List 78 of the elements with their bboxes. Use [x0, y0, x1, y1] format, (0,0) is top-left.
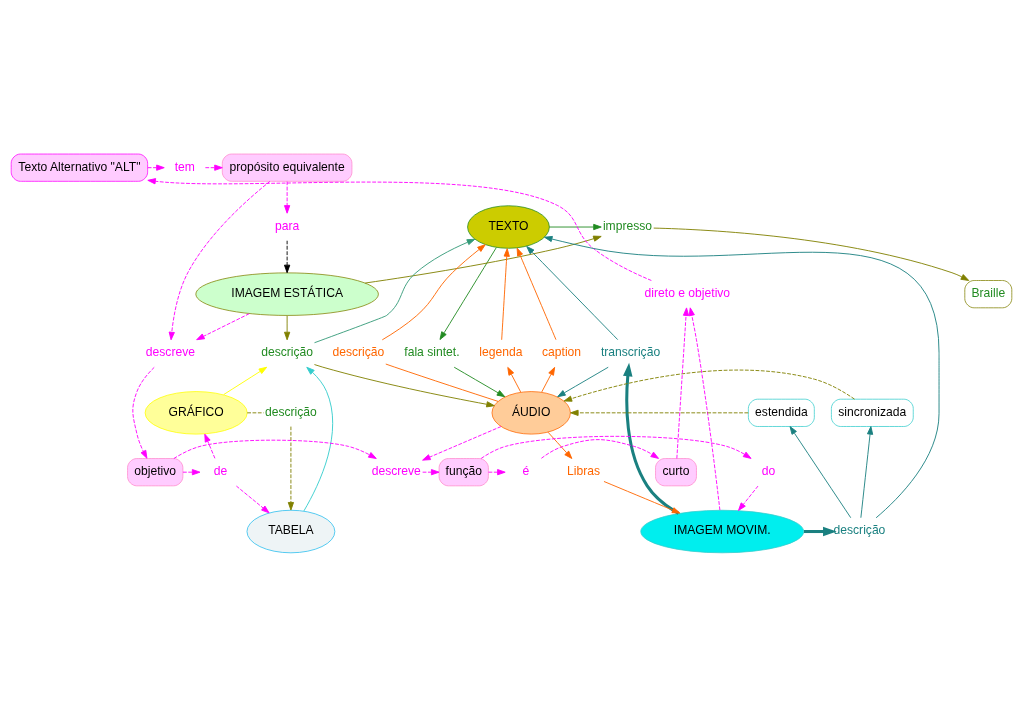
node-text: Libras — [567, 464, 601, 479]
arrow — [284, 240, 291, 274]
node-ellipse: TABELA — [246, 509, 336, 554]
arrow — [860, 426, 874, 519]
arrow — [182, 469, 201, 476]
node-text: descreve — [371, 464, 421, 479]
node-text: é — [522, 464, 530, 479]
arrow — [653, 227, 970, 281]
arrow — [453, 366, 506, 398]
node-ellipse: GRÁFICO — [144, 391, 248, 435]
node-box: função — [438, 458, 489, 487]
node-text: descrição — [261, 345, 314, 360]
arrow — [173, 439, 377, 459]
arrow — [557, 366, 609, 398]
arrow — [516, 247, 557, 341]
arrow — [488, 469, 506, 476]
arrow — [147, 164, 165, 171]
connector — [246, 412, 265, 414]
arrow — [313, 364, 495, 408]
arrow — [548, 223, 602, 231]
node-box: estendida — [748, 398, 815, 427]
node-box: objetivo — [127, 458, 184, 487]
node-text: caption — [542, 345, 582, 360]
node-text: fala sintet. — [404, 345, 460, 360]
arrow — [284, 315, 291, 341]
arrow — [204, 433, 216, 459]
node-text: descreve — [145, 345, 195, 360]
connector — [385, 363, 499, 402]
node-text: para — [274, 218, 300, 233]
arrow — [439, 247, 497, 340]
arrow — [540, 439, 659, 459]
arrow — [132, 366, 155, 459]
node-text: descrição — [332, 345, 385, 360]
node-ellipse: IMAGEM ESTÁTICA — [195, 272, 379, 316]
node-text: transcrição — [600, 345, 661, 360]
node-text: do — [761, 464, 776, 479]
arrow — [526, 246, 619, 341]
arrow — [204, 164, 223, 171]
arrow — [603, 481, 681, 514]
arrow — [688, 307, 721, 511]
node-box: curto — [655, 458, 697, 487]
arrow — [570, 409, 749, 416]
arrow — [381, 244, 486, 341]
node-text: impresso — [602, 218, 653, 233]
arrow — [501, 248, 510, 341]
arrow — [284, 181, 291, 214]
arrow — [789, 426, 852, 519]
arrow — [676, 307, 690, 459]
node-box: Braille — [964, 280, 1013, 309]
arrow — [544, 235, 940, 519]
arrow — [622, 362, 680, 515]
node-text: tem — [174, 159, 195, 174]
arrow — [422, 469, 440, 476]
arrow — [314, 238, 476, 344]
node-box: propósito equivalente — [221, 153, 353, 182]
arrow — [547, 431, 573, 459]
node-text: descrição — [265, 404, 317, 419]
arrow — [563, 369, 855, 402]
arrow — [422, 426, 502, 461]
arrow — [738, 485, 759, 511]
arrow — [364, 235, 602, 284]
arrow — [480, 435, 752, 459]
node-box: Texto Alternativo "ALT" — [10, 153, 148, 182]
arrow — [196, 313, 250, 341]
arrow — [168, 180, 271, 341]
arrow — [235, 485, 270, 514]
arrow — [303, 366, 334, 512]
node-text: de — [213, 464, 228, 479]
node-text: descrição — [833, 523, 886, 538]
arrow — [223, 366, 268, 395]
arrow — [507, 366, 522, 393]
node-text: legenda — [479, 345, 523, 360]
arrow — [803, 526, 837, 537]
node-text: direto e objetivo — [644, 286, 731, 301]
arrow — [287, 426, 294, 511]
arrow — [147, 178, 652, 281]
node-box: sincronizada — [831, 398, 914, 427]
arrow — [541, 366, 556, 393]
